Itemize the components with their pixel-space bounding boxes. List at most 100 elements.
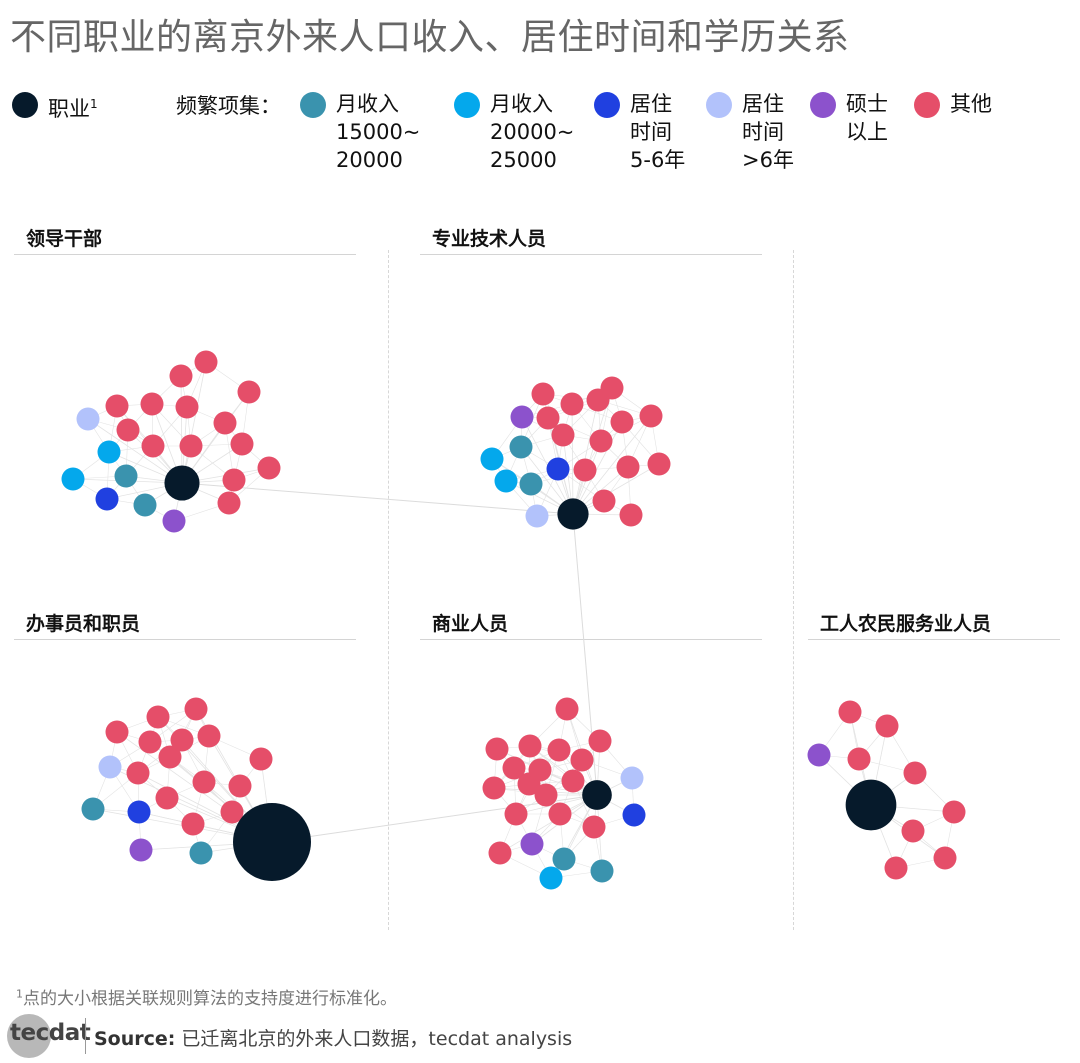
legend-residence-6-label: 居住时间>6年 xyxy=(742,92,794,172)
node-其他 xyxy=(116,418,140,442)
node-月收入15000~20000 xyxy=(509,435,533,459)
panel-title-clerks: 办事员和职员 xyxy=(14,609,356,640)
legend-other-dot xyxy=(914,92,940,118)
nodes xyxy=(61,350,966,890)
node-硕士以上 xyxy=(129,838,153,862)
separator-right-top xyxy=(793,250,794,930)
node-其他 xyxy=(482,776,506,800)
legend-occupation-label: 职业1 xyxy=(48,97,98,121)
legend-other-label: 其他 xyxy=(950,92,992,116)
node-其他 xyxy=(547,738,571,762)
node-其他 xyxy=(217,491,241,515)
source-line: Source: 已迁离北京的外来人口数据，tecdat analysis xyxy=(94,1028,573,1050)
node-其他 xyxy=(639,404,663,428)
node-月收入20000~25000 xyxy=(61,467,85,491)
legend-income-15000-dot xyxy=(300,92,326,118)
node-其他 xyxy=(485,737,509,761)
node-其他 xyxy=(194,350,218,374)
node-月收入15000~20000 xyxy=(590,859,614,883)
node-其他 xyxy=(589,429,613,453)
legend-prefix: 频繁项集： xyxy=(176,94,281,118)
node-其他 xyxy=(249,747,273,771)
edge xyxy=(87,418,183,484)
footnote: 1点的大小根据关联规则算法的支持度进行标准化。 xyxy=(16,987,397,1009)
node-其他 xyxy=(518,734,542,758)
node-月收入20000~25000 xyxy=(494,469,518,493)
node-其他 xyxy=(610,410,634,434)
node-居住时间5-6年 xyxy=(546,457,570,481)
edge xyxy=(572,399,599,515)
node-其他 xyxy=(140,392,164,416)
legend-occupation-dot xyxy=(12,92,38,118)
node-其他 xyxy=(619,503,643,527)
node-其他 xyxy=(192,770,216,794)
node-其他 xyxy=(647,452,671,476)
edge xyxy=(499,794,598,854)
node-居住时间>6年 xyxy=(98,755,122,779)
node-其他 xyxy=(933,846,957,870)
node-其他 xyxy=(105,394,129,418)
inter-cluster-link xyxy=(181,482,574,515)
logo-separator xyxy=(85,1018,86,1054)
node-居住时间>6年 xyxy=(525,504,549,528)
panel-title-leaders: 领导干部 xyxy=(14,224,356,255)
node-月收入15000~20000 xyxy=(81,797,105,821)
node-其他 xyxy=(548,802,572,826)
node-其他 xyxy=(197,724,221,748)
node-月收入20000~25000 xyxy=(539,866,563,890)
node-其他 xyxy=(570,748,594,772)
node-硕士以上 xyxy=(162,509,186,533)
node-月收入15000~20000 xyxy=(133,493,157,517)
legend-residence-5-6-dot xyxy=(594,92,620,118)
occupation-node xyxy=(582,780,612,810)
node-其他 xyxy=(592,489,616,513)
legend-residence-6-dot xyxy=(706,92,732,118)
node-其他 xyxy=(903,761,927,785)
node-硕士以上 xyxy=(807,743,831,767)
node-其他 xyxy=(528,758,552,782)
node-其他 xyxy=(179,434,203,458)
node-其他 xyxy=(600,376,624,400)
node-其他 xyxy=(502,756,526,780)
separator-left-top xyxy=(388,250,389,930)
node-月收入20000~25000 xyxy=(97,440,121,464)
node-硕士以上 xyxy=(520,832,544,856)
node-其他 xyxy=(536,406,560,430)
node-其他 xyxy=(504,802,528,826)
node-其他 xyxy=(222,468,246,492)
node-其他 xyxy=(184,697,208,721)
node-其他 xyxy=(141,434,165,458)
node-居住时间5-6年 xyxy=(95,487,119,511)
chart-title: 不同职业的离京外来人口收入、居住时间和学历关系 xyxy=(10,17,850,58)
node-硕士以上 xyxy=(510,405,534,429)
node-其他 xyxy=(220,800,244,824)
edge xyxy=(572,421,623,515)
occupation-node xyxy=(164,465,200,501)
node-其他 xyxy=(170,728,194,752)
node-其他 xyxy=(534,783,558,807)
node-其他 xyxy=(169,364,193,388)
node-其他 xyxy=(847,747,871,771)
node-月收入15000~20000 xyxy=(189,841,213,865)
node-其他 xyxy=(138,730,162,754)
legend-master-dot xyxy=(810,92,836,118)
node-居住时间>6年 xyxy=(76,407,100,431)
node-居住时间5-6年 xyxy=(127,800,151,824)
node-其他 xyxy=(126,761,150,785)
node-其他 xyxy=(213,411,237,435)
node-居住时间5-6年 xyxy=(622,803,646,827)
edge xyxy=(180,375,183,484)
node-其他 xyxy=(155,786,179,810)
node-其他 xyxy=(560,392,584,416)
node-月收入15000~20000 xyxy=(519,472,543,496)
node-其他 xyxy=(146,705,170,729)
node-其他 xyxy=(181,812,205,836)
node-月收入15000~20000 xyxy=(114,464,138,488)
occupation-node xyxy=(233,803,311,881)
node-其他 xyxy=(105,720,129,744)
node-其他 xyxy=(175,395,199,419)
